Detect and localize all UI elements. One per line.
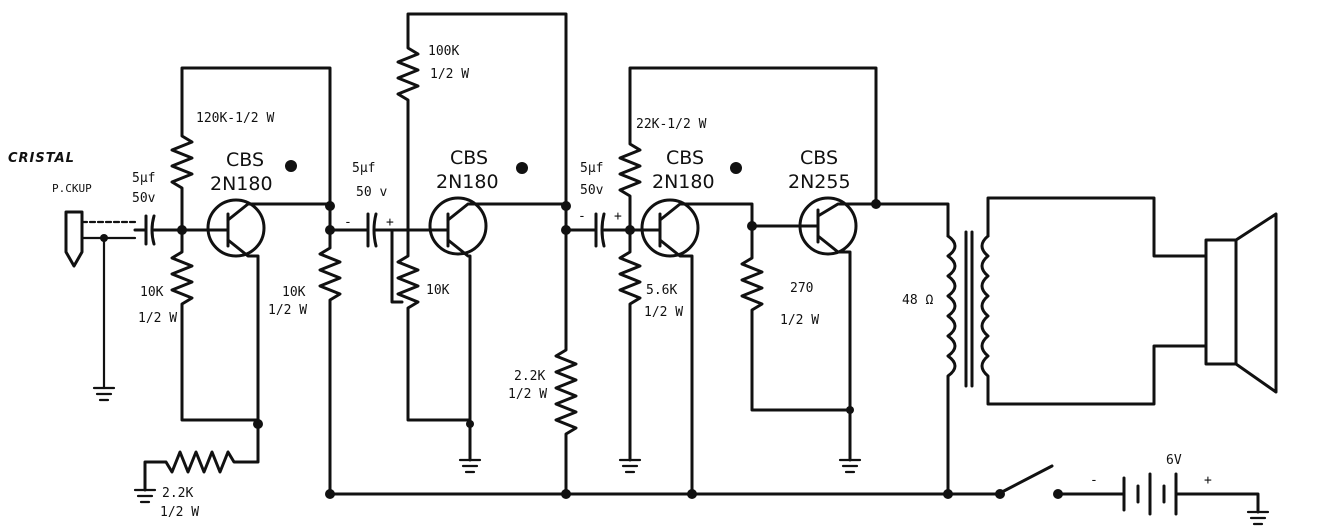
speaker (1204, 212, 1278, 394)
capacitor-c3: 5μf 50v - + (564, 161, 632, 248)
resistor-r8: 5.6K 1/2 W (618, 228, 683, 474)
r8-value: 5.6K (646, 283, 677, 298)
q3-brand: CBS (666, 147, 704, 169)
c1-voltage: 50v (132, 191, 156, 206)
c2-minus: - (344, 215, 352, 230)
q1-model: 2N180 (210, 173, 273, 195)
r7-rating: 1/2 W (508, 387, 547, 402)
output-transformer: 48 Ω (874, 196, 1208, 496)
r3-rating: 1/2 W (268, 303, 307, 318)
r10-value: 2.2K (162, 486, 193, 501)
q2-model: 2N180 (436, 171, 499, 193)
battery-plus: + (1204, 473, 1212, 488)
r3-value: 10K (282, 285, 306, 300)
q4-model: 2N255 (788, 171, 851, 193)
r9-value: 270 (790, 281, 813, 296)
r5-value: 10K (426, 283, 450, 298)
battery-minus: - (1090, 473, 1098, 488)
battery-voltage: 6V (1166, 453, 1182, 468)
r4-rating: 1/2 W (430, 67, 469, 82)
pickup-label: P.CKUP (52, 182, 92, 195)
r10-rating: 1/2 W (160, 505, 199, 520)
q1-brand: CBS (226, 149, 264, 171)
r1-value: 120K-1/2 W (196, 111, 274, 126)
q4-brand: CBS (800, 147, 838, 169)
transformer-impedance: 48 Ω (902, 293, 933, 308)
c2-value: 5μf (352, 161, 375, 176)
resistor-r6: 22K-1/2 W (618, 66, 878, 232)
c3-voltage: 50v (580, 183, 604, 198)
crystal-pickup: CRISTAL P.CKUP (8, 151, 137, 390)
resistor-r1: 120K-1/2 W (170, 66, 332, 208)
resistor-r2: 10K 1/2 W (138, 228, 260, 422)
resistor-r5: 10K (390, 228, 472, 422)
transistor-q1: CBS 2N180 (180, 149, 335, 429)
resistor-r10: 2.2K 1/2 W (133, 422, 260, 520)
ground-symbol (92, 386, 116, 402)
q2-brand: CBS (450, 147, 488, 169)
c2-plus: + (386, 215, 394, 230)
transistor-q3: CBS 2N180 (628, 147, 757, 496)
c2-voltage: 50 v (356, 185, 387, 200)
resistor-r9: 270 1/2 W (740, 224, 852, 412)
resistor-r3: 10K 1/2 W (268, 204, 342, 496)
resistor-r4: 100K 1/2 W (396, 12, 568, 232)
q3-model: 2N180 (652, 171, 715, 193)
transistor-q4: CBS 2N255 (750, 147, 881, 474)
pickup-title: CRISTAL (8, 151, 75, 166)
r2-rating: 1/2 W (138, 311, 177, 326)
r8-rating: 1/2 W (644, 305, 683, 320)
capacitor-c1: 5μf 50v (132, 171, 184, 246)
c3-value: 5μf (580, 161, 603, 176)
r2-value: 10K (140, 285, 164, 300)
resistor-r7: 2.2K 1/2 W (508, 204, 578, 496)
c3-minus: - (578, 209, 586, 224)
r7-value: 2.2K (514, 369, 545, 384)
r6-value: 22K-1/2 W (636, 117, 707, 132)
r9-rating: 1/2 W (780, 313, 819, 328)
bottom-rail (325, 489, 1002, 499)
c1-value: 5μf (132, 171, 155, 186)
capacitor-c2: 5μf 50 v - + (328, 161, 410, 248)
r4-value: 100K (428, 44, 459, 59)
battery: 6V - + (1056, 453, 1270, 526)
power-switch (995, 464, 1063, 499)
c3-plus: + (614, 209, 622, 224)
transistor-q2: CBS 2N180 (406, 147, 571, 474)
